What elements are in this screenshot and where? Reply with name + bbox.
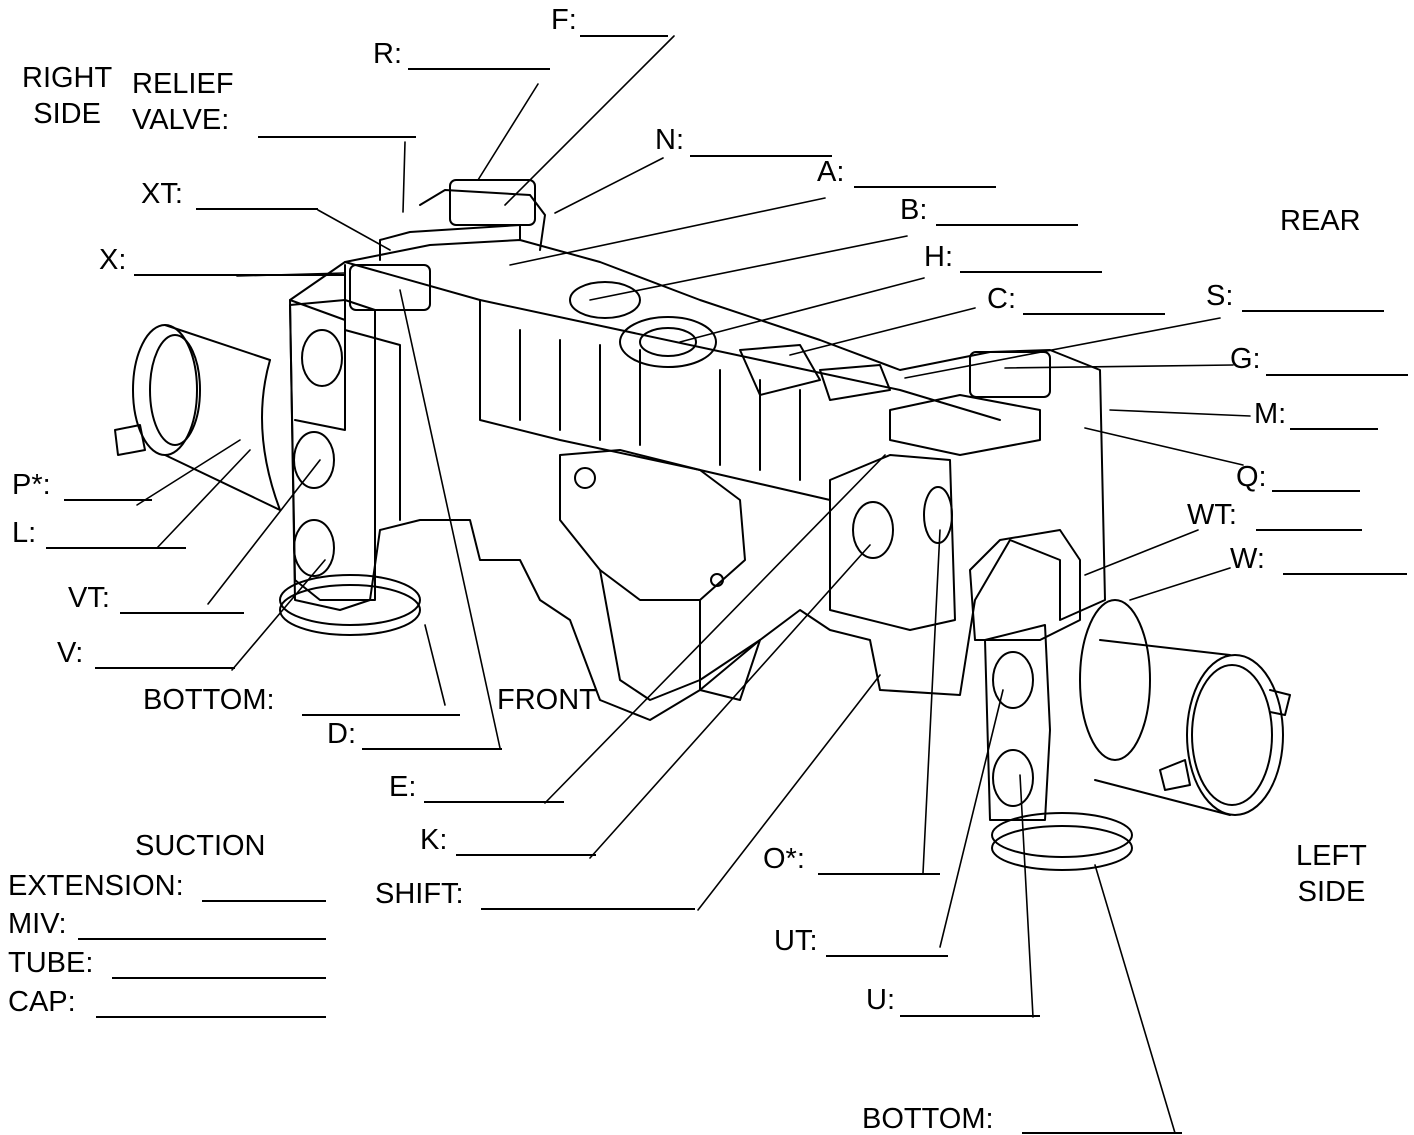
blank-wt [1256,529,1362,531]
blank-k [456,854,596,856]
blank-bottom-right [302,714,460,716]
label-g: G: [1230,343,1261,375]
label-u: U: [866,984,895,1016]
left-side-block [829,454,1133,871]
left-side-header: LEFT SIDE [1296,840,1367,909]
relief-valve-header: RELIEF VALVE: [132,68,234,137]
rear-header: REAR [1280,205,1361,237]
label-s: S: [1206,280,1234,312]
suction-extension-blank [202,900,326,902]
label-n: N: [655,124,684,156]
suction-miv-blank [78,938,326,940]
label-wt: WT: [1187,499,1237,531]
blank-vt [120,612,244,614]
suction-tube-blank [112,977,326,979]
blank-s [1242,310,1384,312]
label-e: E: [389,771,417,803]
blank-e [424,801,564,803]
blank-o [818,873,940,875]
suction-extension-label: EXTENSION: [8,870,184,902]
right-side-block [279,299,421,636]
blank-w [1283,573,1407,575]
blank-u [900,1015,1040,1017]
label-q: Q: [1236,461,1267,493]
blank-p [64,499,152,501]
blank-h [960,271,1102,273]
blank-ut [826,955,948,957]
label-bottom-left: BOTTOM: [862,1103,994,1135]
blank-x [134,274,344,276]
blank-d [362,748,502,750]
blank-l [46,547,186,549]
label-d: D: [327,718,356,750]
front-header: FRONT [497,684,597,716]
right-side-header: RIGHT SIDE [22,62,113,131]
label-h: H: [924,241,953,273]
main-housing [289,179,1106,721]
blank-q [1272,490,1360,492]
blank-bottom-left [1022,1132,1182,1134]
label-xt: XT: [141,178,183,210]
label-bottom-right: BOTTOM: [143,684,275,716]
blank-a [854,186,996,188]
blank-n [690,155,832,157]
left-suction-cap [1079,599,1291,816]
blank-c [1023,313,1165,315]
label-w: W: [1230,543,1265,575]
label-vt: VT: [68,582,110,614]
right-suction-tube [114,324,281,511]
blank-m [1290,428,1378,430]
label-l: L: [12,517,37,549]
label-c: C: [987,283,1016,315]
label-r: R: [373,38,402,70]
label-o: O*: [763,843,805,875]
suction-miv-label: MIV: [8,908,67,940]
blank-b [936,224,1078,226]
label-k: K: [420,824,448,856]
label-a: A: [817,156,845,188]
label-f: F: [551,4,577,36]
label-ut: UT: [774,925,818,957]
suction-cap-label: CAP: [8,986,76,1018]
label-p: P*: [12,469,51,501]
label-x: X: [99,244,127,276]
suction-tube-label: TUBE: [8,947,94,979]
label-m: M: [1254,398,1287,430]
label-shift: SHIFT: [375,878,464,910]
blank-g [1266,374,1408,376]
leader-lines [136,35,1251,1134]
blank-xt [196,208,318,210]
label-b: B: [900,194,928,226]
relief-valve-blank [258,136,416,138]
suction-cap-blank [96,1016,326,1018]
blank-shift [481,908,695,910]
blank-f [580,35,668,37]
suction-header: SUCTION [135,830,266,862]
blank-r [408,68,550,70]
label-v: V: [57,637,84,669]
blank-v [95,667,235,669]
